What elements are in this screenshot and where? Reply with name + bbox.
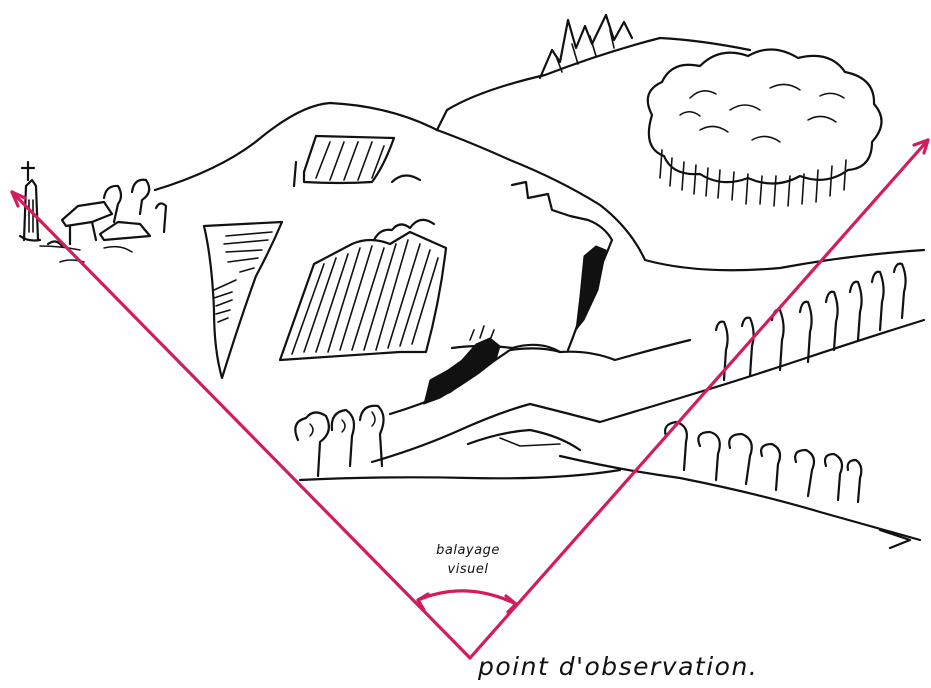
large-field <box>280 220 446 360</box>
curved-double-arrow-icon <box>418 591 516 612</box>
observation-point-label: point d'observation. <box>478 652 758 681</box>
cliff <box>452 182 690 360</box>
upper-field <box>294 136 420 186</box>
poplar-row <box>716 264 906 380</box>
visual-sweep-label: balayage visuel <box>408 541 528 579</box>
rocky-peak <box>540 15 632 78</box>
trees-left <box>295 406 383 476</box>
foreground-stream <box>560 456 920 548</box>
village <box>20 162 166 262</box>
triangular-field <box>204 222 282 378</box>
church-icon <box>22 162 38 240</box>
forest-canopy <box>648 49 882 206</box>
visual-sweep-label-line1: balayage <box>408 541 528 560</box>
mountain-ridge <box>155 38 924 270</box>
sight-line-right <box>470 140 928 658</box>
middle-hills <box>300 320 924 480</box>
visual-sweep-label-line2: visuel <box>408 560 528 579</box>
tree-row-lower <box>665 422 861 502</box>
sight-lines <box>12 140 928 658</box>
